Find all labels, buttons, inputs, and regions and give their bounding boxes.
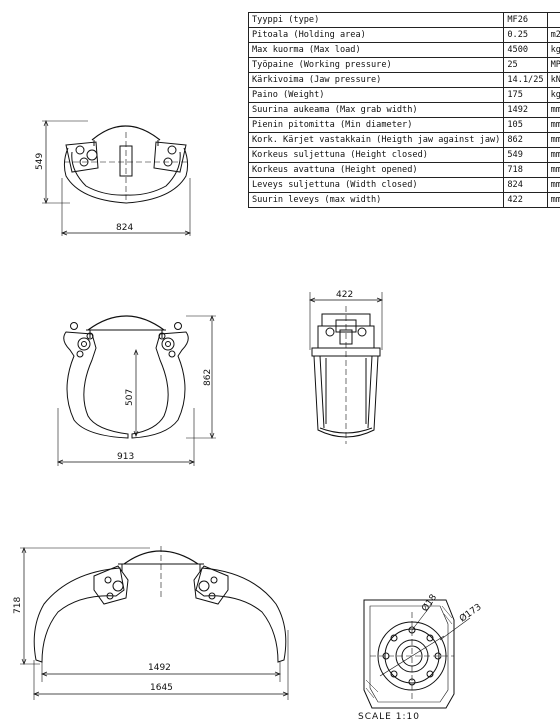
dim-open-grab: 1492 xyxy=(148,663,171,673)
view-closed xyxy=(42,120,191,236)
spec-value-cell: 14.1/25 xyxy=(503,72,548,88)
dim-jaw-inner: 507 xyxy=(125,389,135,406)
view-open xyxy=(20,546,289,700)
dim-jaw-height: 862 xyxy=(203,369,213,386)
view-jaw-against-jaw xyxy=(57,315,216,466)
dim-detail-d18: Ø18 xyxy=(419,592,439,614)
dim-detail-d173: Ø173 xyxy=(457,602,483,625)
view-flange-detail xyxy=(363,599,471,709)
spec-value-cell: 422 xyxy=(503,192,548,208)
view-side xyxy=(309,292,383,444)
dim-closed-height: 549 xyxy=(35,153,45,170)
spec-unit-cell: mm xyxy=(546,192,560,208)
scale-label: SCALE 1:10 xyxy=(358,712,420,722)
dim-closed-width: 824 xyxy=(116,223,133,233)
dim-side-width: 422 xyxy=(336,290,353,300)
dim-jaw-width: 913 xyxy=(117,452,134,462)
dim-open-height: 718 xyxy=(13,597,23,614)
dim-open-total: 1645 xyxy=(150,683,173,693)
